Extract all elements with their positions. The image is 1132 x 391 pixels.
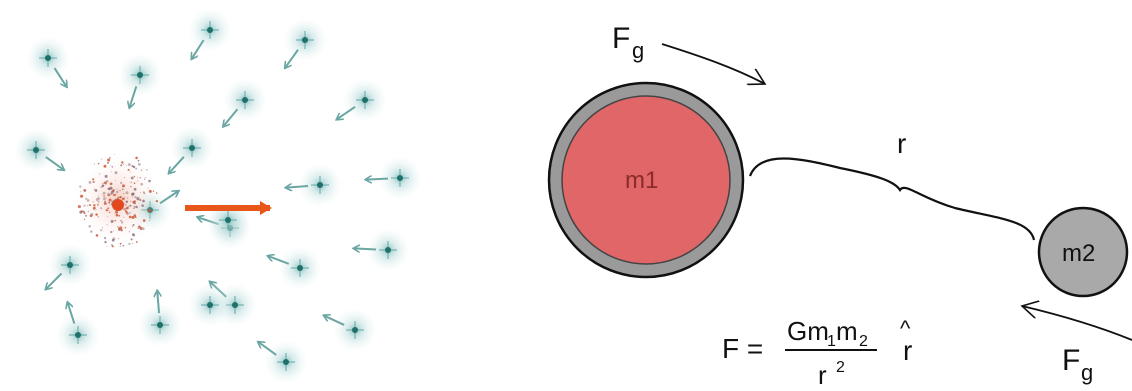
star-arrow	[337, 105, 356, 119]
star-arrow	[45, 156, 64, 170]
force-label-top: F g	[612, 22, 644, 63]
star-arrow	[130, 86, 138, 107]
star-6	[337, 78, 387, 122]
gravity-panel: F g m1 r m2 F g F = Gm 1 m 2	[547, 22, 1132, 390]
svg-text:^: ^	[900, 316, 911, 341]
svg-text:F: F	[1062, 344, 1080, 377]
galaxy-panel	[14, 8, 422, 384]
mass-1-label: m1	[625, 167, 658, 194]
star-20	[56, 303, 100, 357]
star-arrow	[286, 186, 309, 188]
svg-text:m: m	[836, 316, 858, 346]
star-arrow	[223, 108, 239, 126]
star-3	[283, 18, 327, 68]
svg-text:r: r	[903, 335, 912, 366]
star-22	[188, 283, 232, 327]
star-2	[188, 8, 232, 59]
star-1	[26, 36, 70, 87]
svg-text:2: 2	[836, 359, 845, 376]
star-arrow	[366, 179, 389, 180]
svg-text:Gm: Gm	[787, 316, 829, 346]
svg-text:r: r	[818, 360, 827, 390]
star-5	[223, 78, 267, 126]
star-10	[366, 156, 422, 200]
galaxy-core	[112, 199, 124, 211]
star-12	[354, 228, 410, 272]
star-arrow	[169, 156, 185, 173]
star-21	[206, 198, 250, 242]
mass-2: m2	[1037, 206, 1129, 298]
star-18	[324, 308, 377, 352]
star-arrow	[285, 49, 299, 68]
star-17	[138, 291, 182, 347]
force-label-bottom: F g	[1062, 344, 1093, 385]
force-arrow-top	[661, 43, 765, 84]
star-arrow	[268, 256, 290, 265]
mass-2-label: m2	[1062, 240, 1095, 267]
star-arrow	[324, 316, 345, 326]
svg-text:g: g	[632, 38, 644, 63]
star-arrow	[46, 272, 63, 289]
star-7	[14, 128, 64, 172]
svg-text:g: g	[1081, 360, 1093, 385]
star-arrow	[159, 191, 178, 205]
svg-text:2: 2	[859, 333, 868, 350]
svg-text:1: 1	[827, 333, 836, 350]
star-4	[118, 53, 162, 107]
star-8	[169, 126, 214, 173]
star-9	[286, 163, 342, 207]
star-arrow	[68, 303, 76, 324]
mass-1: m1	[547, 81, 745, 279]
star-13	[268, 246, 322, 290]
distance-brace	[748, 157, 1036, 241]
galaxy	[73, 152, 163, 248]
distance-label: r	[897, 128, 906, 159]
star-arrow	[192, 39, 205, 59]
svg-text:F =: F =	[722, 333, 763, 364]
svg-text:F: F	[612, 22, 630, 55]
star-arrow	[354, 248, 377, 249]
star-arrow	[258, 342, 277, 356]
star-14	[46, 243, 92, 289]
gravity-formula: F = Gm 1 m 2 r 2 ^ r	[722, 316, 912, 390]
stars-layer	[14, 8, 422, 384]
force-arrow-bottom	[1022, 306, 1132, 341]
star-arrow	[53, 67, 67, 86]
star-arrow	[157, 291, 159, 314]
star-19	[258, 340, 308, 384]
